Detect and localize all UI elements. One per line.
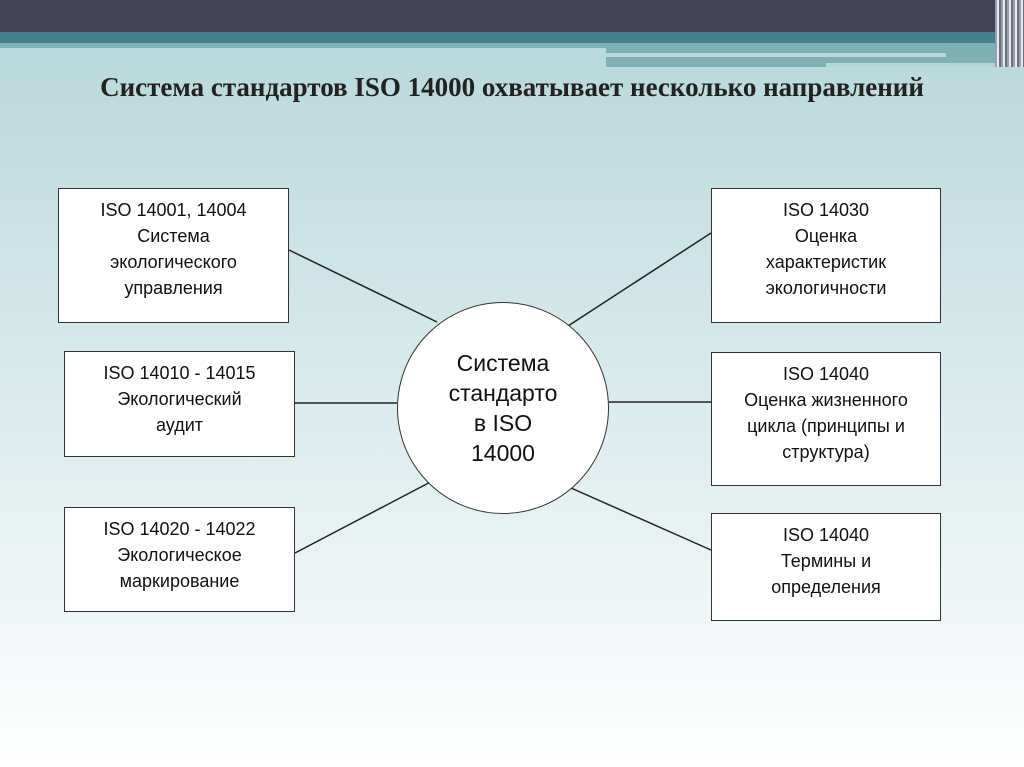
center-circle: Система стандарто в ISO 14000 bbox=[397, 302, 609, 514]
slide-title: Система стандартов ISO 14000 охватывает … bbox=[100, 72, 924, 102]
box-iso-14030: ISO 14030 Оценка характеристик экологичн… bbox=[711, 188, 941, 323]
box-iso-14040-lifecycle: ISO 14040 Оценка жизненного цикла (принц… bbox=[711, 352, 941, 486]
corner-stripes bbox=[995, 0, 1024, 67]
center-label: Система стандарто в ISO 14000 bbox=[448, 350, 558, 466]
box-iso-14010: ISO 14010 - 14015 Экологический аудит bbox=[64, 351, 295, 457]
top-bar bbox=[0, 0, 1024, 32]
connector-right-3 bbox=[561, 483, 712, 551]
connector-left-1 bbox=[288, 249, 438, 323]
box-iso-14040-terms: ISO 14040 Термины и определения bbox=[711, 513, 941, 621]
accent-band bbox=[0, 32, 1000, 43]
box-iso-14020: ISO 14020 - 14022 Экологическое маркиров… bbox=[64, 507, 295, 612]
connector-right-1 bbox=[567, 232, 712, 327]
accent-line bbox=[606, 53, 946, 57]
accent-band-light bbox=[0, 43, 606, 48]
box-iso-14001: ISO 14001, 14004 Система экологического … bbox=[58, 188, 289, 323]
accent-line-2 bbox=[826, 63, 1000, 67]
connector-left-3 bbox=[294, 476, 441, 554]
